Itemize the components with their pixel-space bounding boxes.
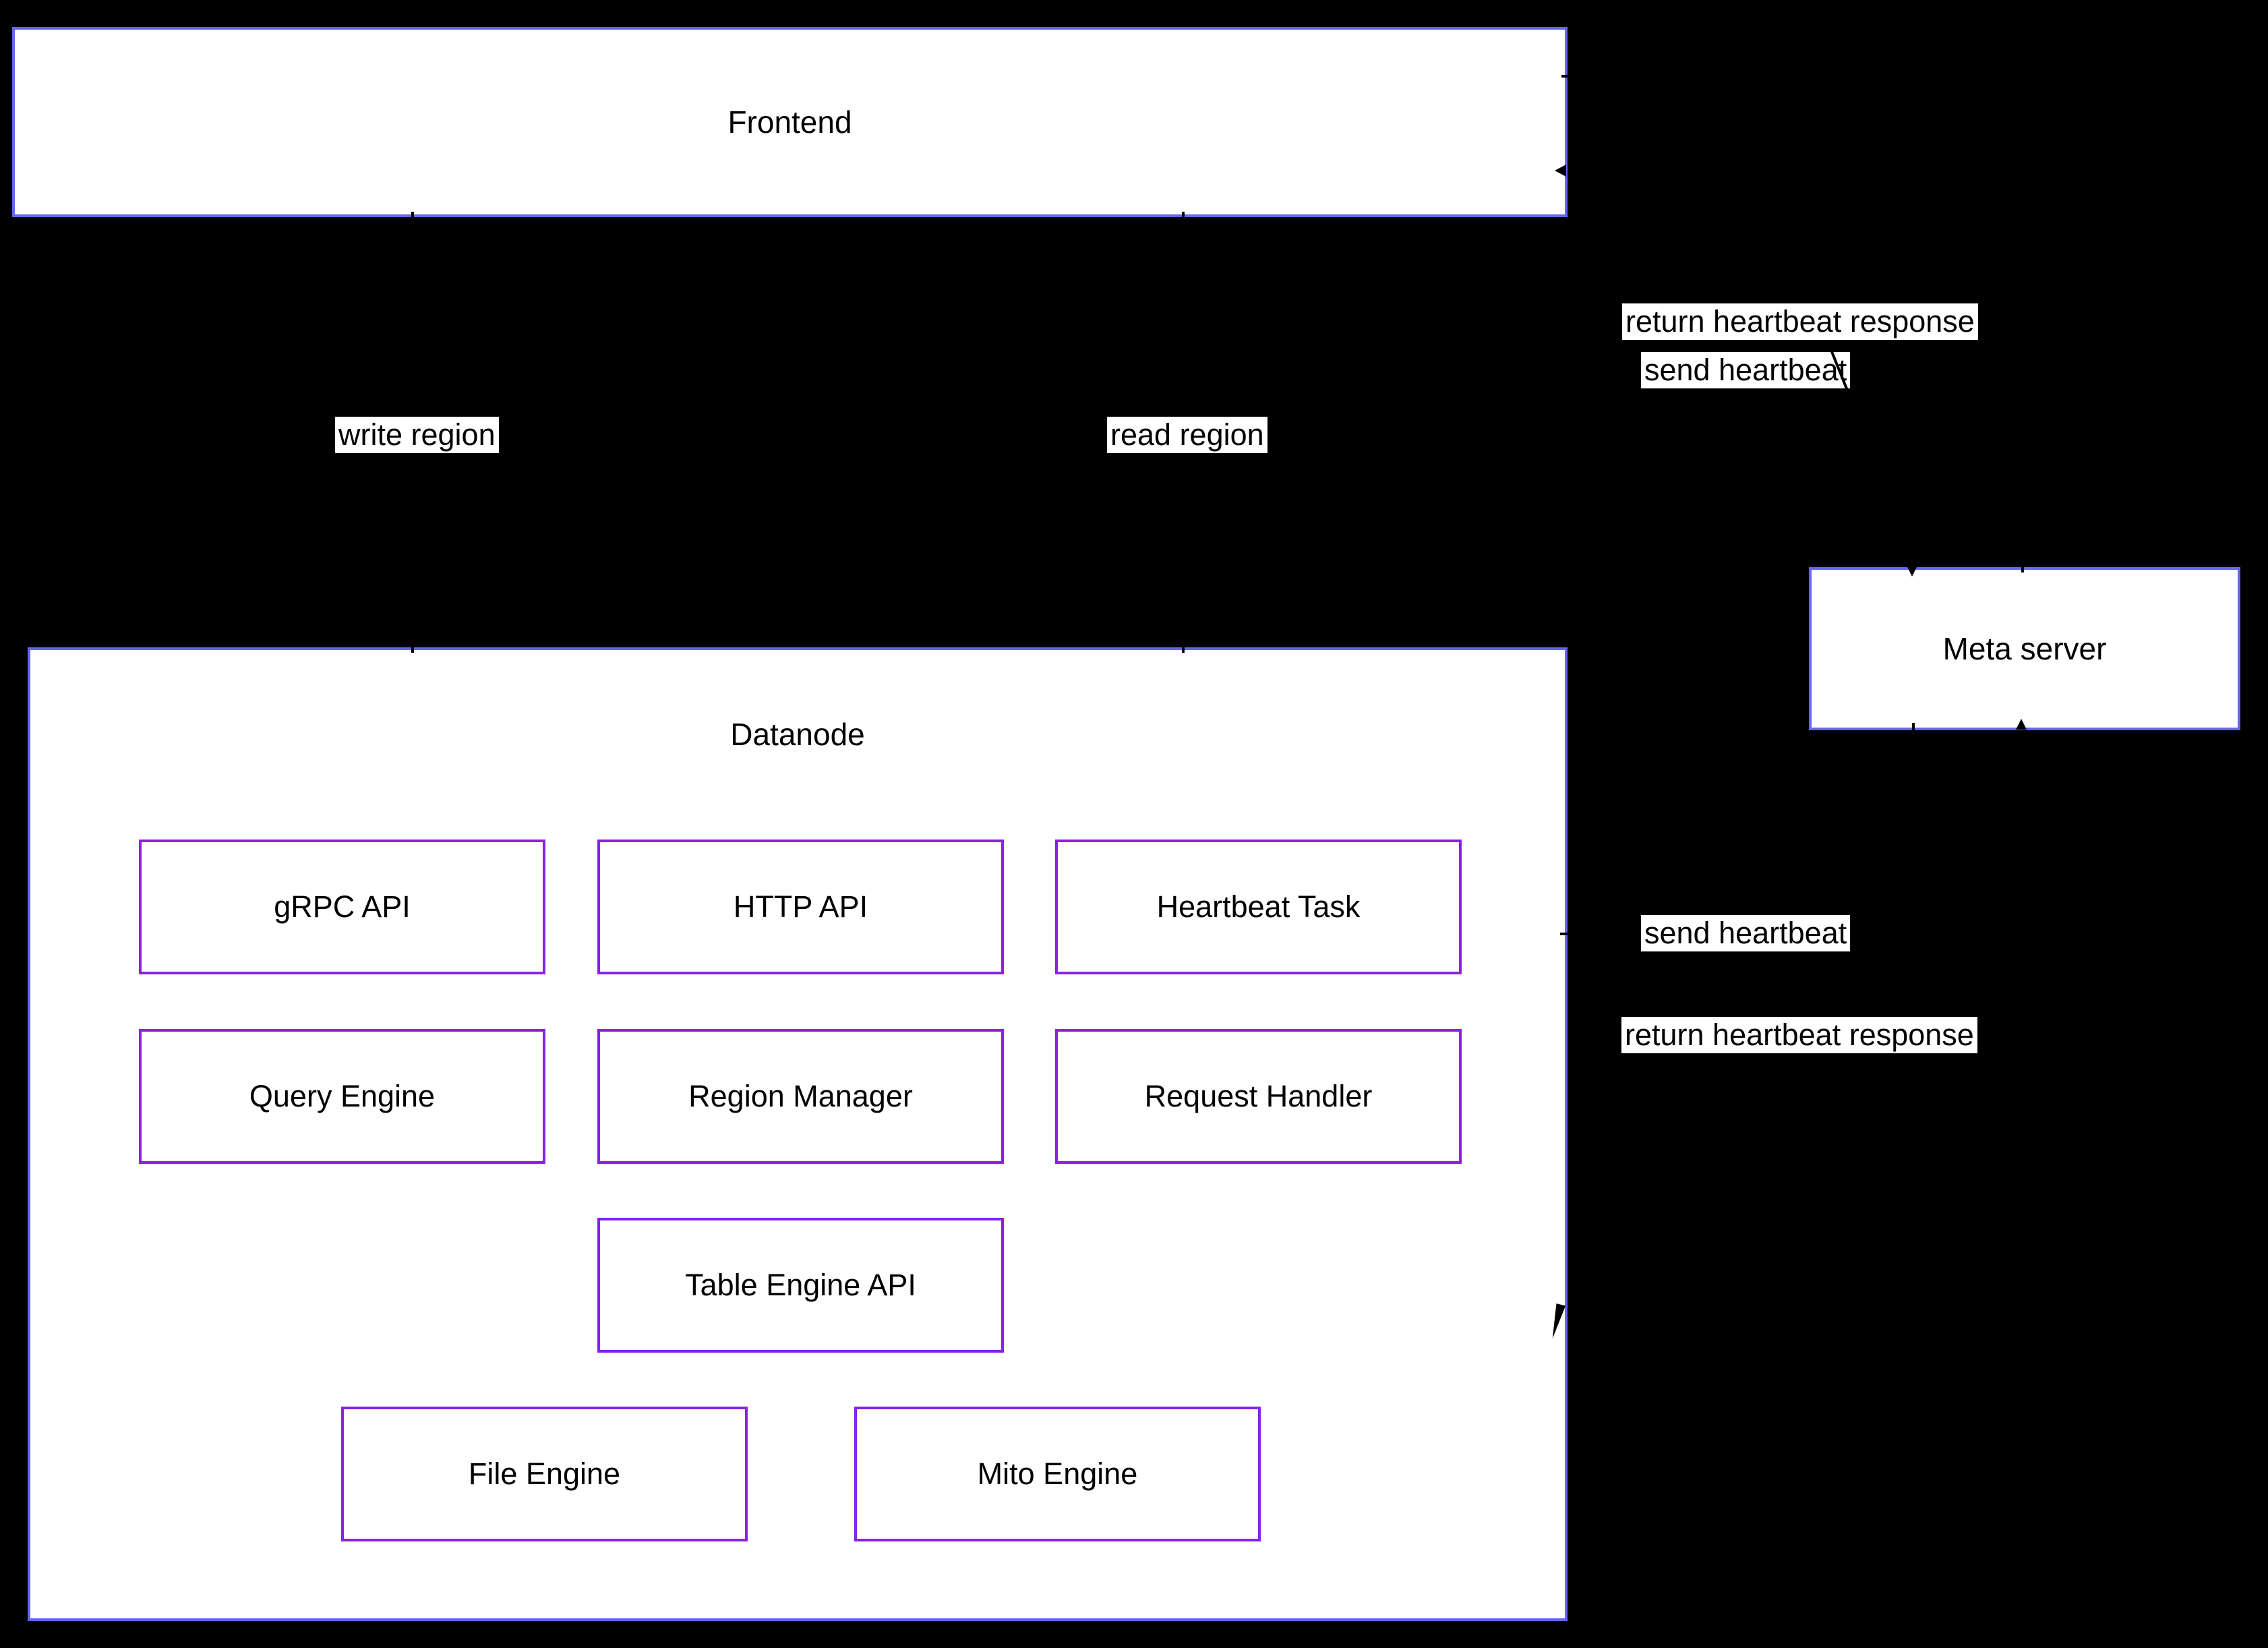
region-manager-node: Region Manager	[597, 1029, 1004, 1164]
edge-tick-meta-bottom	[1912, 723, 1915, 734]
edge-label-read-region: read region	[1107, 417, 1267, 453]
grpc-api-label: gRPC API	[274, 889, 411, 924]
edge-tick-read-region	[1182, 212, 1185, 223]
meta-server-node: Meta server	[1809, 567, 2240, 730]
mito-engine-node: Mito Engine	[854, 1407, 1261, 1541]
datanode-container: Datanode gRPC API HTTP API Heartbeat Tas…	[28, 647, 1568, 1621]
request-handler-label: Request Handler	[1144, 1079, 1373, 1113]
datanode-label: Datanode	[730, 717, 865, 752]
query-engine-label: Query Engine	[249, 1079, 436, 1113]
region-manager-label: Region Manager	[688, 1079, 913, 1113]
heartbeat-task-label: Heartbeat Task	[1156, 889, 1361, 924]
table-engine-api-node: Table Engine API	[597, 1218, 1004, 1353]
heartbeat-task-node: Heartbeat Task	[1055, 840, 1462, 974]
request-handler-node: Request Handler	[1055, 1029, 1462, 1164]
edge-tick-datanode-top-left	[411, 642, 414, 653]
arrowhead-into-meta-bottom-icon	[2016, 719, 2027, 730]
edge-label-return-heartbeat-response-right: return heartbeat response	[1621, 1017, 1977, 1053]
http-api-label: HTTP API	[733, 889, 868, 924]
meta-server-label: Meta server	[1942, 631, 2107, 666]
edge-label-return-heartbeat-response-top: return heartbeat response	[1622, 303, 1978, 340]
file-engine-label: File Engine	[468, 1456, 621, 1491]
http-api-node: HTTP API	[597, 840, 1004, 974]
query-engine-node: Query Engine	[139, 1029, 545, 1164]
frontend-node: Frontend	[12, 27, 1568, 217]
mito-engine-label: Mito Engine	[977, 1456, 1138, 1491]
edge-tick-frontend-right	[1561, 75, 1572, 78]
frontend-label: Frontend	[727, 105, 852, 140]
edge-tick-datanode-right	[1560, 933, 1571, 935]
file-engine-node: File Engine	[341, 1407, 748, 1541]
edge-label-send-heartbeat-right: send heartbeat	[1641, 915, 1851, 951]
arrowhead-into-frontend-icon	[1555, 165, 1566, 177]
edge-label-send-heartbeat-top: send heartbeat	[1641, 352, 1851, 388]
arrowhead-into-meta-top-icon	[1907, 566, 1917, 577]
table-engine-api-label: Table Engine API	[685, 1268, 916, 1302]
edge-tick-meta-top	[2021, 562, 2024, 572]
edge-tick-datanode-top-right	[1182, 642, 1185, 653]
edge-tick-write-region	[411, 212, 414, 223]
edge-label-write-region: write region	[335, 417, 499, 453]
grpc-api-node: gRPC API	[139, 840, 545, 974]
